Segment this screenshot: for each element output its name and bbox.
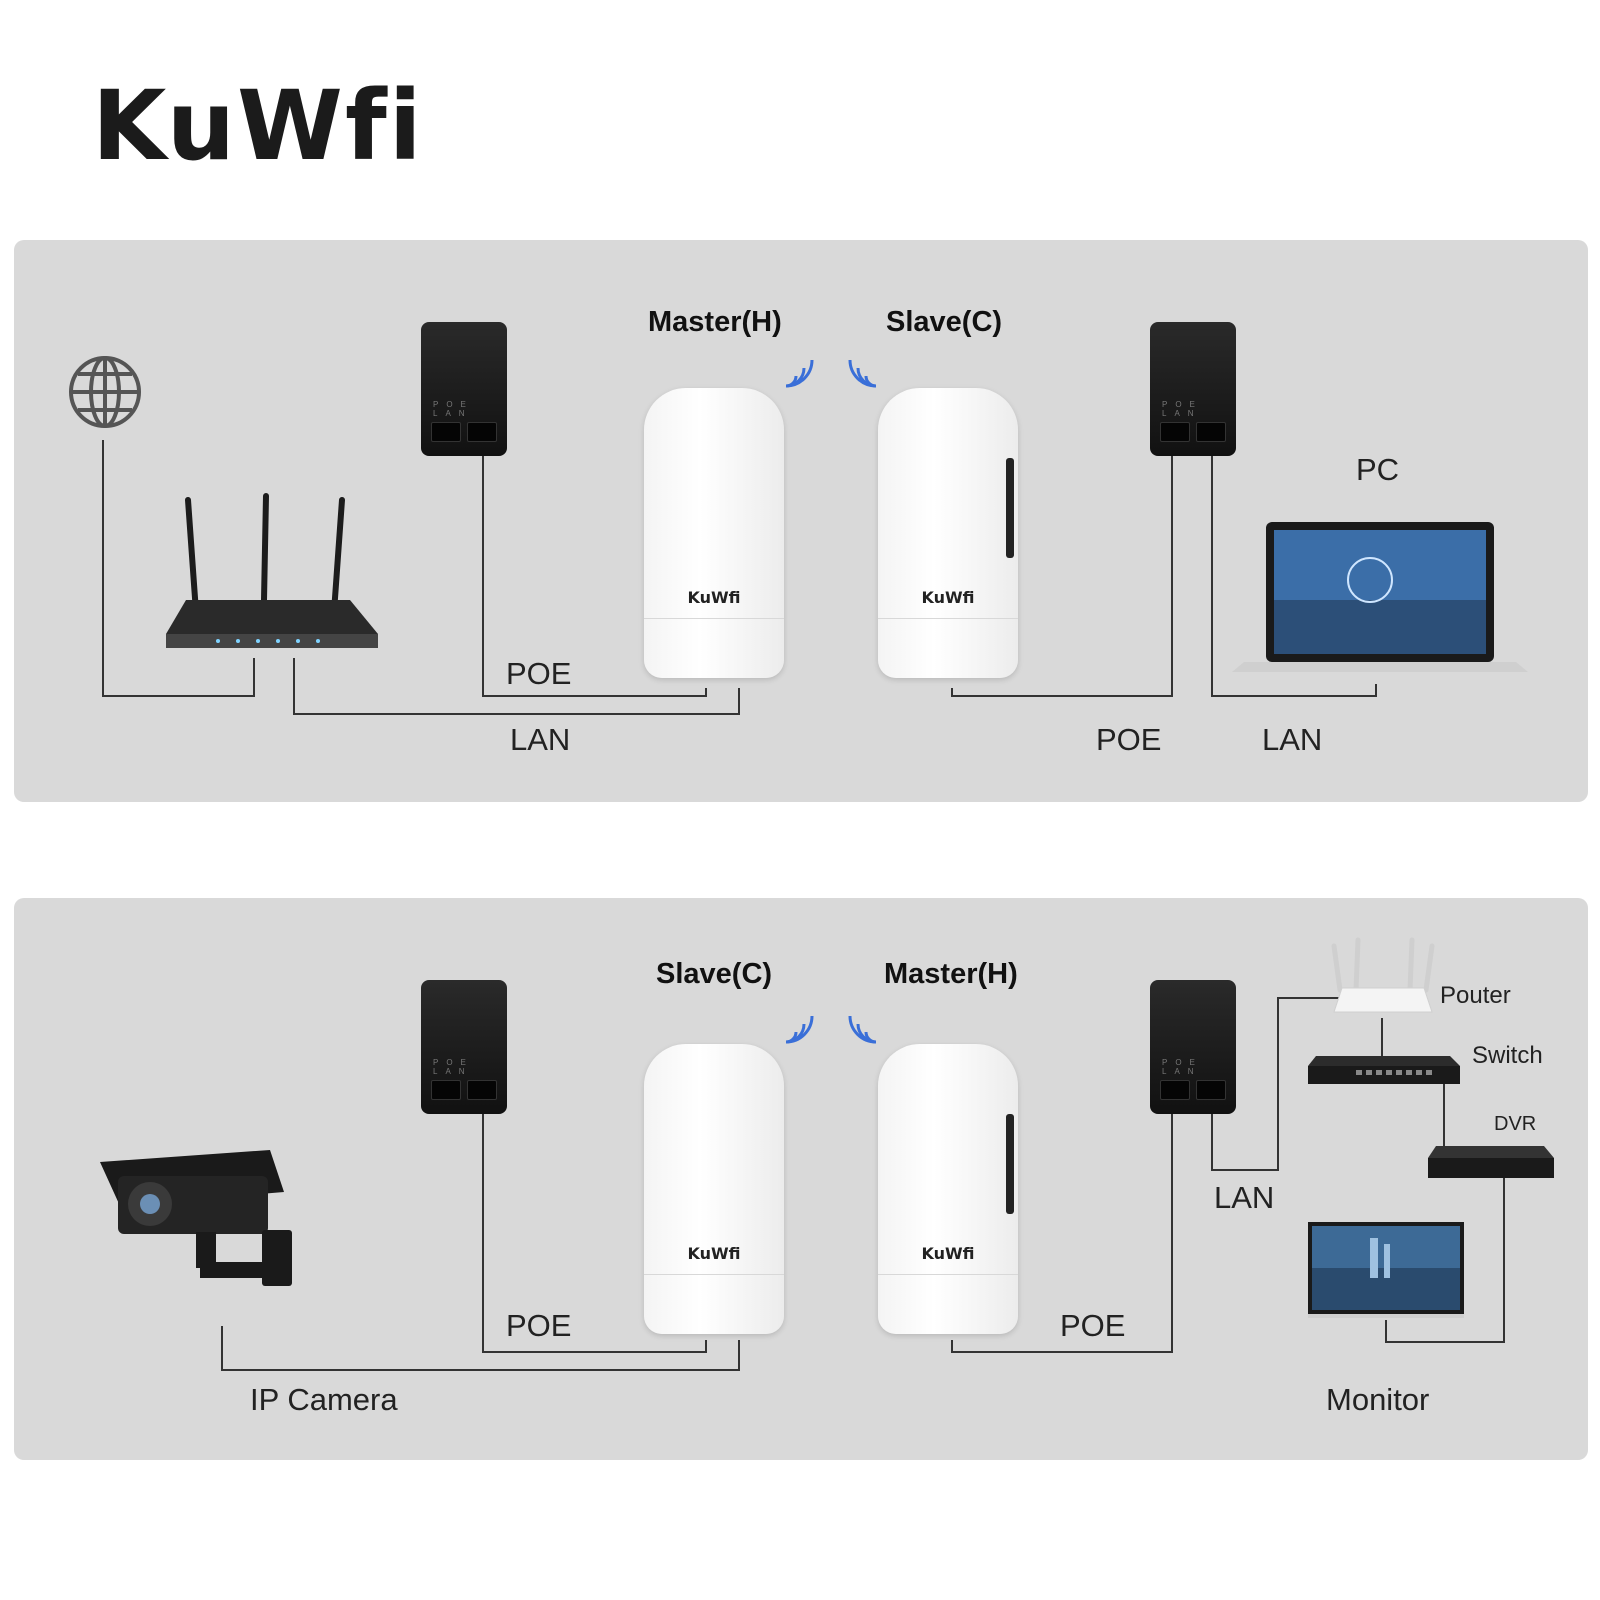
cpe-unit-master-bottom: KuWfi — [878, 1044, 1018, 1334]
poe-injector-bottom-right: POE LAN — [1150, 980, 1236, 1114]
diagram-panel-top — [14, 240, 1588, 802]
label-dvr: DVR — [1494, 1113, 1537, 1135]
cpe-unit-slave-top: KuWfi — [878, 388, 1018, 678]
wifi-signal-icon — [848, 359, 877, 388]
cpe-unit-slave-bottom: KuWfi — [644, 1044, 784, 1334]
label-lan-bottom: LAN — [1214, 1180, 1275, 1215]
label-router: Pouter — [1440, 982, 1511, 1009]
cpe-brand: KuWfi — [921, 588, 975, 607]
label-lan-top-left: LAN — [510, 722, 571, 757]
brand-logo: KuWfi — [92, 70, 424, 182]
cpe-unit-master-top: KuWfi — [644, 388, 784, 678]
label-pc: PC — [1356, 452, 1400, 487]
label-poe-bottom-left: POE — [506, 1308, 572, 1343]
label-slave-bottom: Slave(C) — [656, 958, 773, 990]
label-slave-top: Slave(C) — [886, 306, 1003, 338]
label-master-bottom: Master(H) — [884, 958, 1018, 990]
label-lan-top-right: LAN — [1262, 722, 1323, 757]
label-poe-top-right: POE — [1096, 722, 1162, 757]
wifi-signal-icon — [785, 359, 814, 388]
poe-injector-top-left: POE LAN — [421, 322, 507, 456]
label-master-top: Master(H) — [648, 306, 782, 338]
cpe-brand: KuWfi — [921, 1244, 975, 1263]
cpe-brand: KuWfi — [687, 1244, 741, 1263]
wifi-signal-icon — [785, 1015, 814, 1044]
wifi-signal-icon — [848, 1015, 877, 1044]
cpe-brand: KuWfi — [687, 588, 741, 607]
label-poe-bottom-right: POE — [1060, 1308, 1126, 1343]
poe-injector-top-right: POE LAN — [1150, 322, 1236, 456]
label-ip-camera: IP Camera — [250, 1382, 398, 1417]
poe-injector-bottom-left: POE LAN — [421, 980, 507, 1114]
label-monitor: Monitor — [1326, 1382, 1430, 1417]
label-poe-top-left: POE — [506, 656, 572, 691]
diagram-panel-bottom — [14, 898, 1588, 1460]
label-switch: Switch — [1472, 1042, 1543, 1069]
